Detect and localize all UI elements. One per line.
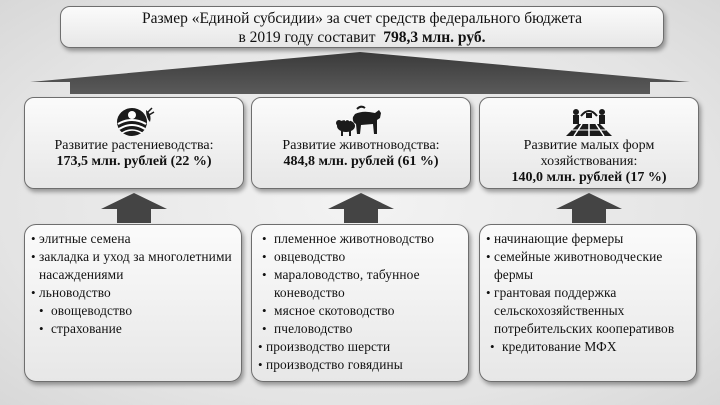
list-item: овцеводство [258,248,464,266]
list-item: племенное животноводство [258,230,464,248]
up-arrow-icon [328,193,394,223]
category-value: 140,0 млн. рублей (17 %) [511,170,667,185]
list-crop: элитные семена закладка и уход за многол… [24,224,242,382]
up-arrow-icon [556,193,622,223]
list-item: овощеводство [31,302,237,320]
title-line-2-prefix: в 2019 году составит [238,29,376,46]
category-crop: Развитие растениеводства: 173,5 млн. руб… [24,97,244,189]
list-item: производство говядины [258,356,464,374]
list-item: начинающие фермеры [486,230,692,248]
list-small-farms: начинающие фермеры семейные животноводче… [479,224,697,382]
title-line-1: Размер «Единой субсидии» за счет средств… [141,10,582,27]
list-item: страхование [31,320,237,338]
list-item: кредитование МФХ [486,338,692,356]
livestock-items: племенное животноводство овцеводство мар… [258,230,464,374]
category-label: Развитие малых форм хозяйствования: [523,138,655,169]
crop-field-icon [117,107,155,136]
small-farms-items: начинающие фермеры семейные животноводче… [486,230,692,356]
category-value: 484,8 млн. рублей (61 %) [283,154,439,169]
list-item: мараловодство, табунное коневодство [258,266,464,302]
total-amount: 798,3 млн. руб. [383,29,486,46]
category-livestock: Развитие животноводства: 484,8 млн. рубл… [251,97,471,189]
list-item: грантовая поддержка сельскохозяйственных… [486,284,692,338]
list-item: закладка и уход за многолетними насажден… [31,248,237,284]
list-item: производство шерсти [258,338,464,356]
category-label: Развитие растениеводства: [54,138,214,153]
farmers-icon [566,109,612,137]
livestock-icon [336,105,381,136]
title-box: Размер «Единой субсидии» за счет средств… [60,6,664,48]
list-item: мясное скотоводство [258,302,464,320]
list-item: элитные семена [31,230,237,248]
list-livestock: племенное животноводство овцеводство мар… [251,224,469,382]
category-small-farms: Развитие малых форм хозяйствования: 140,… [479,97,699,189]
list-item: пчеловодство [258,320,464,338]
category-value: 173,5 млн. рублей (22 %) [56,154,212,169]
list-item: льноводство [31,284,237,302]
list-item: семейные животноводческие фермы [486,248,692,284]
crop-items: элитные семена закладка и уход за многол… [31,230,237,338]
up-arrow-icon [101,193,167,223]
category-label: Развитие животноводства: [282,138,440,153]
title-line-2: в 2019 году составит 798,3 млн. руб. [61,28,663,47]
